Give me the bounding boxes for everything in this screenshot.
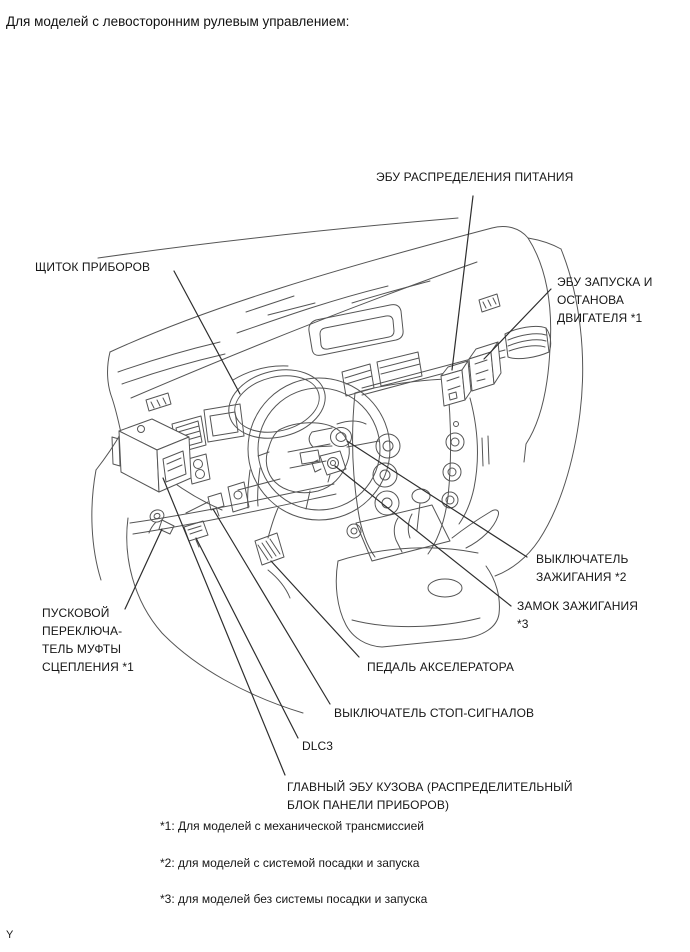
leader-main-body-ecu	[162, 477, 286, 776]
rail-and-ecu-boxes	[361, 341, 506, 407]
defroster-vent-left	[145, 392, 172, 412]
label-accelerator-pedal: ПЕДАЛЬ АКСЕЛЕРАТОРА	[367, 660, 515, 674]
label-power-distribution-ecu: ЭБУ РАСПРЕДЕЛЕНИЯ ПИТАНИЯ	[376, 170, 574, 184]
label-engine-start-stop-ecu: ЭБУ ЗАПУСКА И ОСТАНОВА ДВИГАТЕЛЯ *1	[557, 275, 653, 325]
leader-ignition-switch	[346, 440, 528, 558]
leader-clutch-start-switch	[124, 528, 163, 610]
leader-engine-start-stop-ecu	[483, 288, 552, 360]
defroster-vent-right	[478, 293, 501, 313]
center-console	[335, 488, 500, 648]
center-stack	[341, 351, 490, 558]
label-clutch-start-switch: ПУСКОВОЙ ПЕРЕКЛЮЧА- ТЕЛЬ МУФТЫ СЦЕПЛЕНИЯ…	[42, 606, 134, 674]
footnote-1: *1: Для моделей с механической трансмисс…	[160, 819, 425, 833]
side-air-vent	[504, 325, 552, 360]
footnote-2: *2: для моделей с системой посадки и зап…	[160, 856, 420, 870]
engine-start-stop-ecu-box	[468, 341, 502, 392]
ignition-lock-art	[311, 450, 347, 483]
leader-stop-light-switch	[212, 508, 331, 705]
label-ignition-switch: ВЫКЛЮЧАТЕЛЬ ЗАЖИГАНИЯ *2	[536, 552, 629, 584]
pedal-bracket	[237, 467, 281, 509]
ignition-switch-art	[308, 427, 352, 448]
page-title: Для моделей с левосторонним рулевым упра…	[6, 14, 350, 29]
accelerator-pedal-art	[254, 507, 291, 599]
clutch-start-switch-art	[148, 509, 175, 535]
page-marker: Y	[6, 929, 14, 941]
dashboard-outline	[91, 217, 584, 714]
leader-instrument-cluster	[173, 270, 241, 395]
label-instrument-cluster: ЩИТОК ПРИБОРОВ	[35, 260, 151, 274]
leader-dlc3	[195, 537, 299, 739]
label-ignition-lock: ЗАМОК ЗАЖИГАНИЯ *3	[517, 599, 639, 631]
leader-accelerator-pedal	[270, 560, 360, 658]
dlc3-connector	[183, 520, 209, 548]
label-main-body-ecu: ГЛАВНЫЙ ЭБУ КУЗОВА (РАСПРЕДЕЛИТЕЛЬНЫЙ БЛ…	[287, 780, 573, 812]
leader-lines	[124, 195, 552, 776]
dash-top-tray	[308, 304, 404, 356]
leader-ignition-lock	[334, 465, 512, 607]
footnote-3: *3: для моделей без системы посадки и за…	[160, 892, 428, 906]
leader-power-distribution-ecu	[451, 195, 474, 371]
power-distribution-ecu-box	[440, 360, 472, 407]
label-dlc3: DLC3	[302, 739, 334, 753]
label-stop-light-switch: ВЫКЛЮЧАТЕЛЬ СТОП-СИГНАЛОВ	[334, 706, 535, 720]
main-body-ecu-box	[111, 418, 192, 493]
stop-light-switch-art	[185, 481, 250, 517]
steering-wheel	[247, 377, 391, 521]
instrument-cluster-art	[203, 365, 326, 443]
